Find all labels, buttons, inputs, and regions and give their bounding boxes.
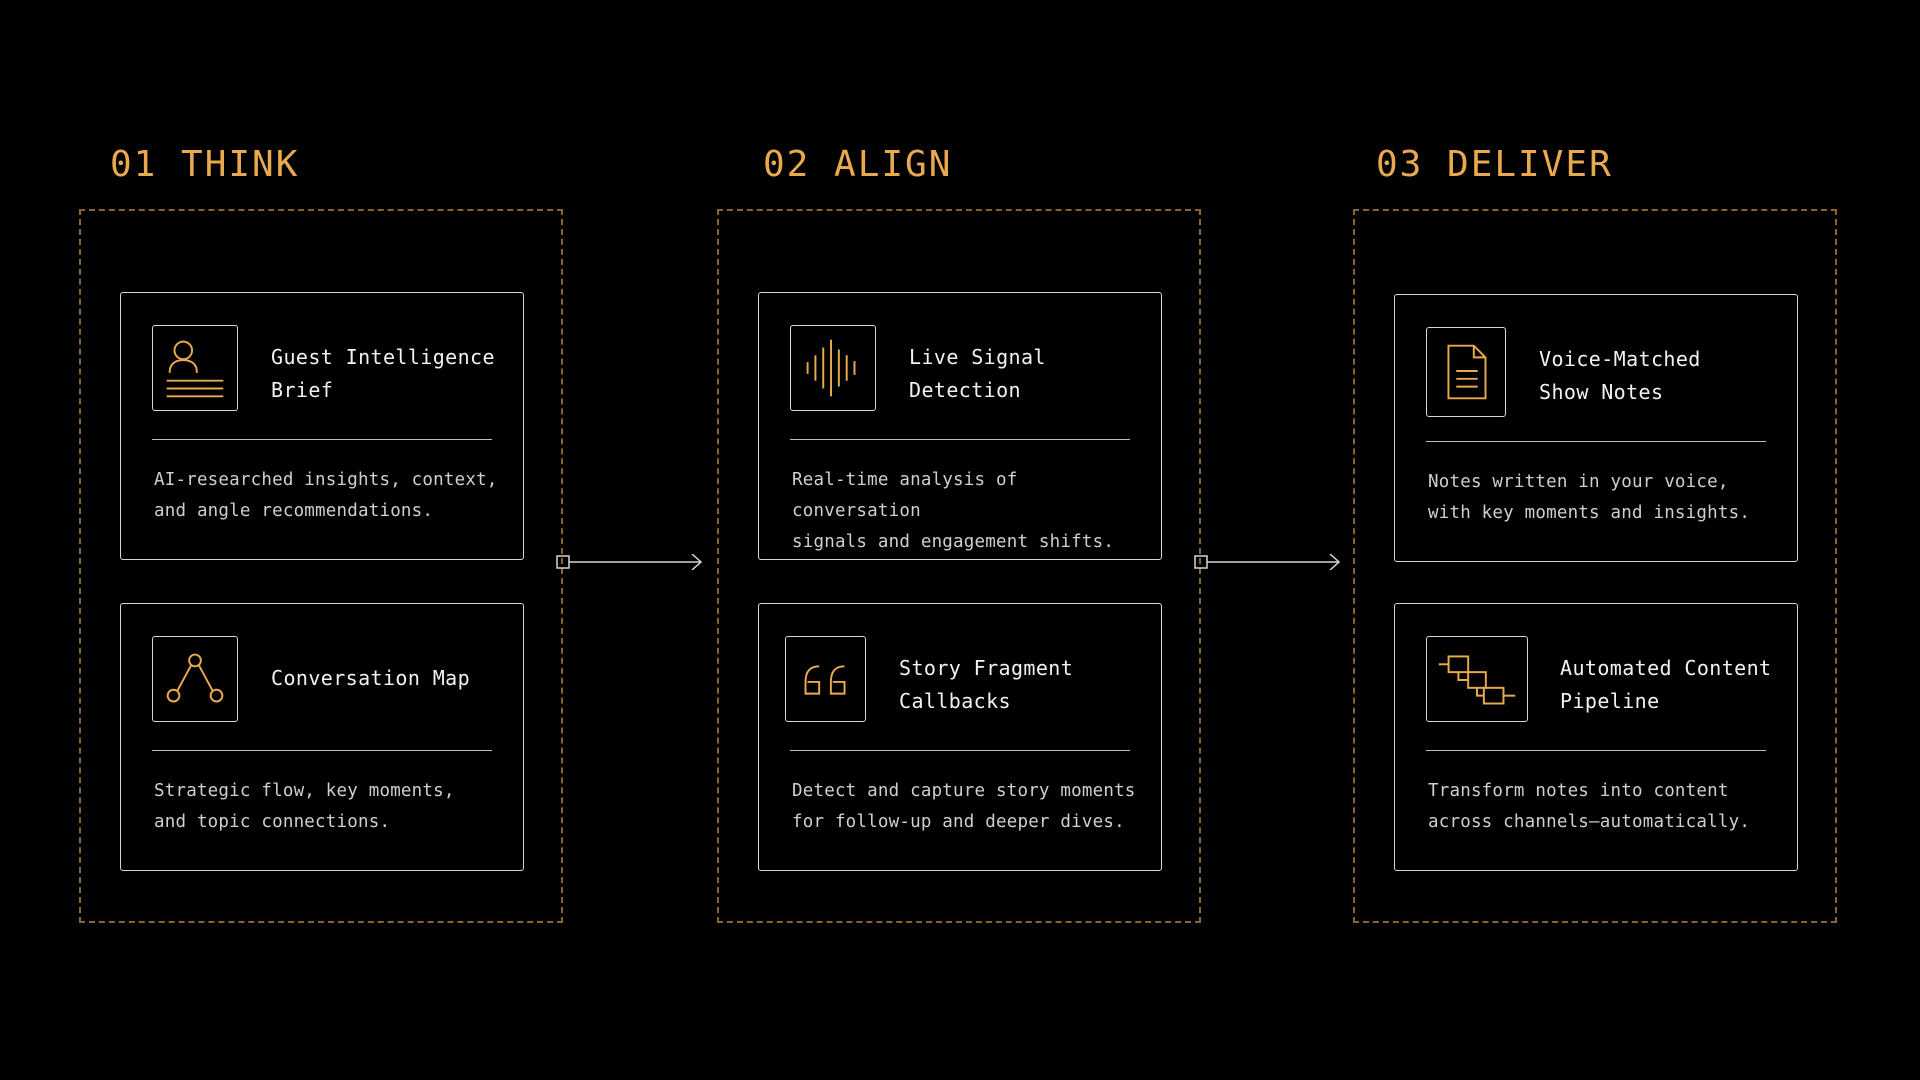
card-divider: [790, 750, 1130, 751]
card-divider: [1426, 750, 1766, 751]
stage-title-align: 02 ALIGN: [763, 144, 953, 185]
flow-arrow-icon: [1194, 554, 1341, 570]
card-description: Notes written in your voice, with key mo…: [1428, 472, 1751, 523]
card-automated-content-pipeline[interactable]: Automated Content Pipeline Transform not…: [1394, 603, 1798, 871]
card-title: Voice-Matched Show Notes: [1539, 347, 1701, 404]
card-description: Detect and capture story moments for fol…: [792, 781, 1136, 832]
quote-icon: [785, 636, 866, 722]
card-title: Guest Intelligence Brief: [271, 345, 495, 402]
card-title: Story Fragment Callbacks: [899, 656, 1074, 713]
waveform-icon: [790, 325, 876, 411]
node-map-icon: [152, 636, 238, 722]
card-title: Conversation Map: [271, 666, 471, 690]
stage-deliver-container: Voice-Matched Show Notes Notes written i…: [1353, 209, 1837, 923]
card-divider: [152, 439, 492, 440]
card-title: Automated Content Pipeline: [1560, 656, 1772, 713]
card-description: Transform notes into content across chan…: [1428, 781, 1751, 832]
card-description: Real-time analysis of conversation signa…: [792, 470, 1115, 552]
card-divider: [1426, 441, 1766, 442]
stage-title-deliver: 03 DELIVER: [1376, 144, 1613, 185]
person-profile-icon: [152, 325, 238, 411]
card-divider: [152, 750, 492, 751]
card-description: AI-researched insights, context, and ang…: [154, 470, 498, 521]
card-live-signal-detection[interactable]: Live Signal Detection Real-time analysis…: [758, 292, 1162, 560]
card-description: Strategic flow, key moments, and topic c…: [154, 781, 455, 832]
card-conversation-map[interactable]: Conversation Map Strategic flow, key mom…: [120, 603, 524, 871]
card-story-fragment-callbacks[interactable]: Story Fragment Callbacks Detect and capt…: [758, 603, 1162, 871]
pipeline-icon: [1426, 636, 1528, 722]
stage-title-think: 01 THINK: [110, 144, 300, 185]
card-divider: [790, 439, 1130, 440]
card-title: Live Signal Detection: [909, 345, 1046, 402]
flow-arrow-icon: [556, 554, 703, 570]
card-voice-matched-show-notes[interactable]: Voice-Matched Show Notes Notes written i…: [1394, 294, 1798, 562]
stage-think-container: Guest Intelligence Brief AI-researched i…: [79, 209, 563, 923]
card-guest-intelligence-brief[interactable]: Guest Intelligence Brief AI-researched i…: [120, 292, 524, 560]
document-icon: [1426, 327, 1506, 417]
stage-align-container: Live Signal Detection Real-time analysis…: [717, 209, 1201, 923]
